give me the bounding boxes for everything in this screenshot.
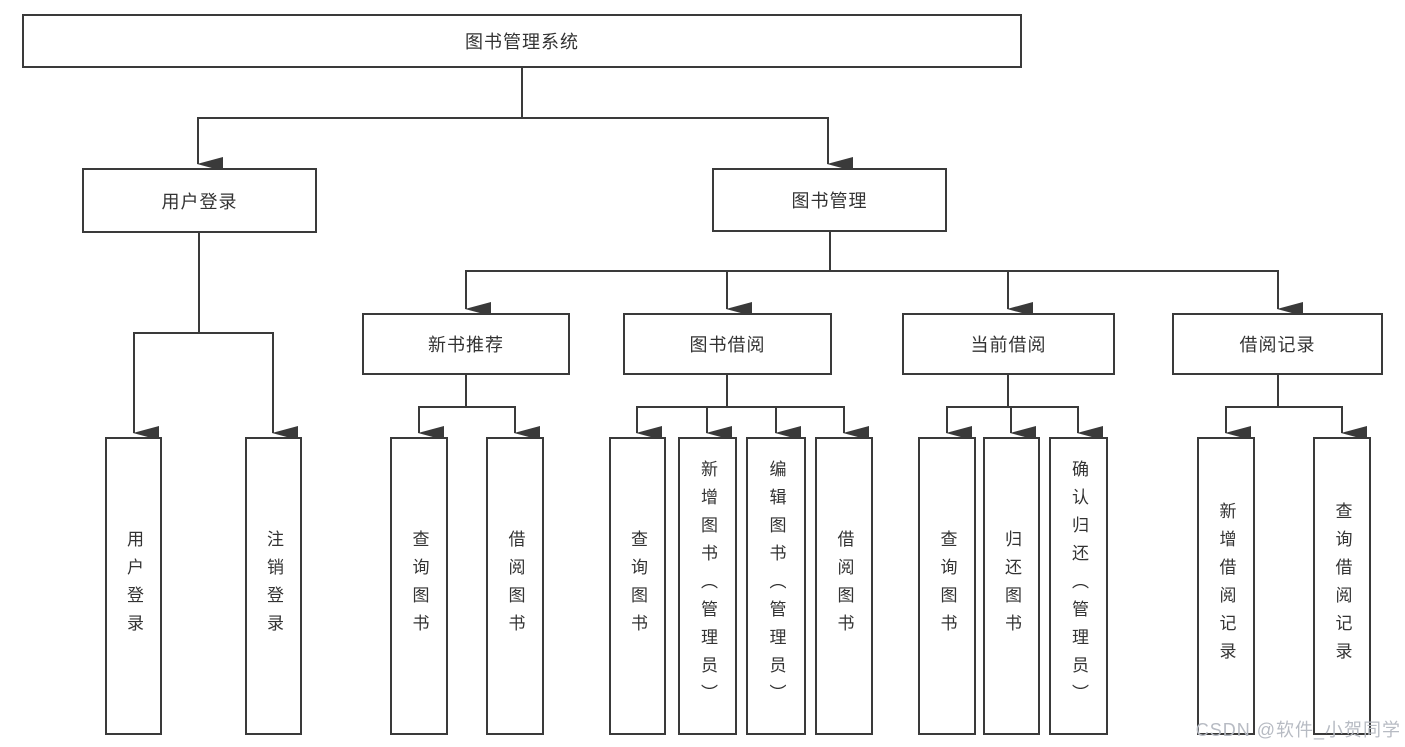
leaf-cb-confirm-return-admin-label: 确认归还（管理员）: [1069, 460, 1088, 712]
leaf-bb-add-books-admin-label: 新增图书（管理员）: [698, 460, 717, 712]
node-user-login-label: 用户登录: [161, 191, 238, 212]
leaf-nb-borrow-books-label: 借阅图书: [505, 530, 525, 642]
leaf-bb-borrow-books: 借阅图书: [815, 437, 873, 735]
leaf-br-query-record-label: 查询借阅记录: [1332, 502, 1352, 670]
leaf-br-add-record-label: 新增借阅记录: [1216, 502, 1236, 670]
leaf-bb-query-books-label: 查询图书: [628, 530, 647, 642]
leaf-cb-return-books-label: 归还图书: [1002, 530, 1021, 642]
node-current-borrow: 当前借阅: [902, 313, 1115, 375]
leaf-nb-query-books-label: 查询图书: [409, 530, 429, 642]
watermark: CSDN @软件_小贺同学: [1195, 720, 1401, 740]
node-book-borrow-label: 图书借阅: [689, 335, 766, 355]
leaf-cb-query-books-label: 查询图书: [937, 530, 957, 642]
leaf-br-query-record: 查询借阅记录: [1313, 437, 1371, 735]
node-new-book-recommend-label: 新书推荐: [428, 335, 504, 355]
leaf-bb-add-books-admin: 新增图书（管理员）: [678, 437, 737, 735]
leaf-logout-label: 注销登录: [264, 530, 283, 642]
leaf-bb-edit-books-admin: 编辑图书（管理员）: [746, 437, 806, 735]
leaf-cb-return-books: 归还图书: [983, 437, 1040, 735]
leaf-cb-query-books: 查询图书: [918, 437, 976, 735]
node-borrow-records: 借阅记录: [1172, 313, 1383, 375]
leaf-bb-edit-books-admin-label: 编辑图书（管理员）: [766, 460, 786, 712]
node-book-borrow: 图书借阅: [623, 313, 832, 375]
leaf-logout: 注销登录: [245, 437, 302, 735]
leaf-user-login: 用户登录: [105, 437, 162, 735]
node-new-book-recommend: 新书推荐: [362, 313, 570, 375]
node-book-management: 图书管理: [712, 168, 947, 232]
leaf-bb-borrow-books-label: 借阅图书: [834, 530, 854, 642]
leaf-nb-query-books: 查询图书: [390, 437, 448, 735]
node-root: 图书管理系统: [22, 14, 1022, 68]
leaf-br-add-record: 新增借阅记录: [1197, 437, 1255, 735]
node-root-label: 图书管理系统: [465, 32, 579, 52]
node-book-management-label: 图书管理: [791, 191, 868, 211]
leaf-user-login-label: 用户登录: [124, 530, 143, 642]
node-current-borrow-label: 当前借阅: [970, 335, 1047, 355]
node-user-login: 用户登录: [82, 168, 317, 233]
leaf-bb-query-books: 查询图书: [609, 437, 666, 735]
leaf-nb-borrow-books: 借阅图书: [486, 437, 544, 735]
leaf-cb-confirm-return-admin: 确认归还（管理员）: [1049, 437, 1108, 735]
node-borrow-records-label: 借阅记录: [1239, 335, 1316, 355]
